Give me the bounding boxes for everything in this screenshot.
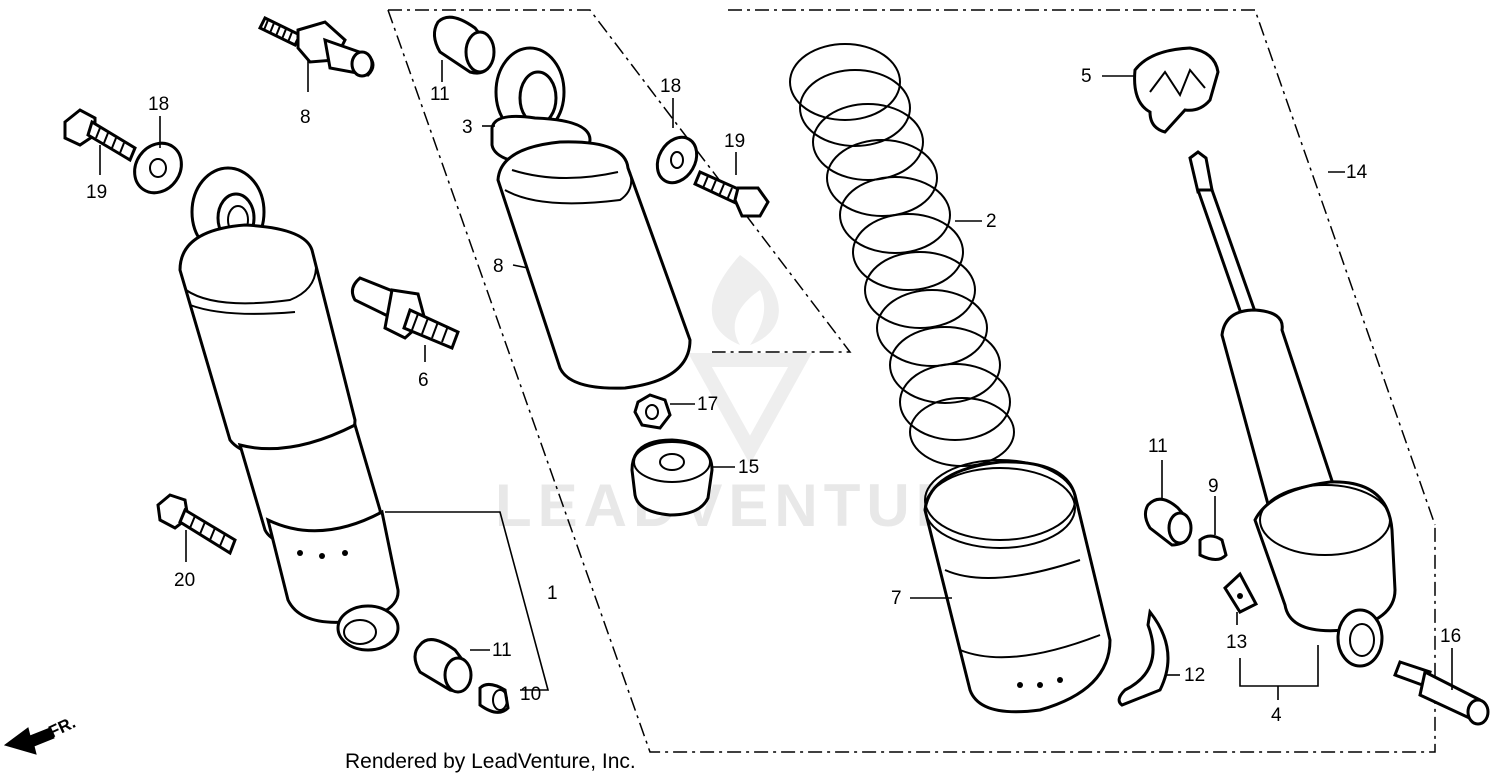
callout-19-left: 19 xyxy=(86,182,107,203)
callout-6: 6 xyxy=(418,370,429,391)
nut-17 xyxy=(633,393,672,430)
render-credit: Rendered by LeadVenture, Inc. xyxy=(345,750,636,773)
coil-spring-2 xyxy=(789,43,1015,467)
shock-assembly xyxy=(178,166,400,652)
callout-18-right: 18 xyxy=(660,76,681,97)
callout-labels: 8 18 19 6 20 1 11 10 11 3 8 18 19 17 15 … xyxy=(86,66,1461,726)
callout-13: 13 xyxy=(1226,632,1247,653)
pin-16 xyxy=(1393,660,1490,726)
callout-10: 10 xyxy=(520,684,541,705)
washer-18-right xyxy=(655,135,699,185)
bushing-11-lower xyxy=(413,638,473,694)
rubber-mount-15 xyxy=(630,438,714,517)
leader-lines xyxy=(99,60,1453,700)
outline-kit xyxy=(387,9,1436,753)
callout-3: 3 xyxy=(462,117,473,138)
leadventure-watermark: LEADVENTURE xyxy=(495,255,1011,539)
callout-2: 2 xyxy=(986,211,997,232)
callout-20: 20 xyxy=(174,570,195,591)
watermark-text: LEADVENTURE xyxy=(495,472,1011,539)
callout-5: 5 xyxy=(1081,66,1092,87)
callout-11-upper: 11 xyxy=(430,84,450,105)
callout-9: 9 xyxy=(1208,476,1219,497)
washer-18-left xyxy=(133,141,183,195)
adjuster-cap-5 xyxy=(1133,46,1220,134)
spring-seat-7 xyxy=(923,459,1112,714)
retainer-clip-12 xyxy=(1117,608,1170,707)
callout-8-upper-left: 8 xyxy=(300,107,311,128)
callout-17: 17 xyxy=(697,394,718,415)
bolt-19-right xyxy=(693,170,770,218)
callout-12: 12 xyxy=(1184,665,1205,686)
outline-spring-kit xyxy=(728,9,1436,526)
collar-10 xyxy=(478,683,510,714)
plate-13 xyxy=(1223,571,1259,614)
callout-7: 7 xyxy=(891,588,902,609)
callout-14: 14 xyxy=(1346,162,1368,183)
callout-11-lower: 11 xyxy=(492,640,512,661)
callout-15: 15 xyxy=(738,457,759,478)
damper-cover-8 xyxy=(496,140,692,390)
bushing-11-upper xyxy=(433,15,496,75)
mount-bolt-8 xyxy=(257,16,375,78)
collar-9 xyxy=(1198,534,1228,561)
callout-16: 16 xyxy=(1440,626,1461,647)
bolt-20 xyxy=(156,493,237,556)
callout-4: 4 xyxy=(1271,705,1282,726)
bushing-11-right xyxy=(1143,497,1193,547)
bolt-19-left xyxy=(63,108,137,163)
callout-8-cover: 8 xyxy=(493,256,504,277)
callout-1: 1 xyxy=(547,583,558,604)
damper-unit-14 xyxy=(1188,150,1397,668)
callout-11-right: 11 xyxy=(1148,436,1168,457)
callout-18-left: 18 xyxy=(148,94,169,115)
front-direction-arrow: FR. xyxy=(3,713,79,755)
callout-19-right: 19 xyxy=(724,131,745,152)
stud-6 xyxy=(350,276,460,350)
